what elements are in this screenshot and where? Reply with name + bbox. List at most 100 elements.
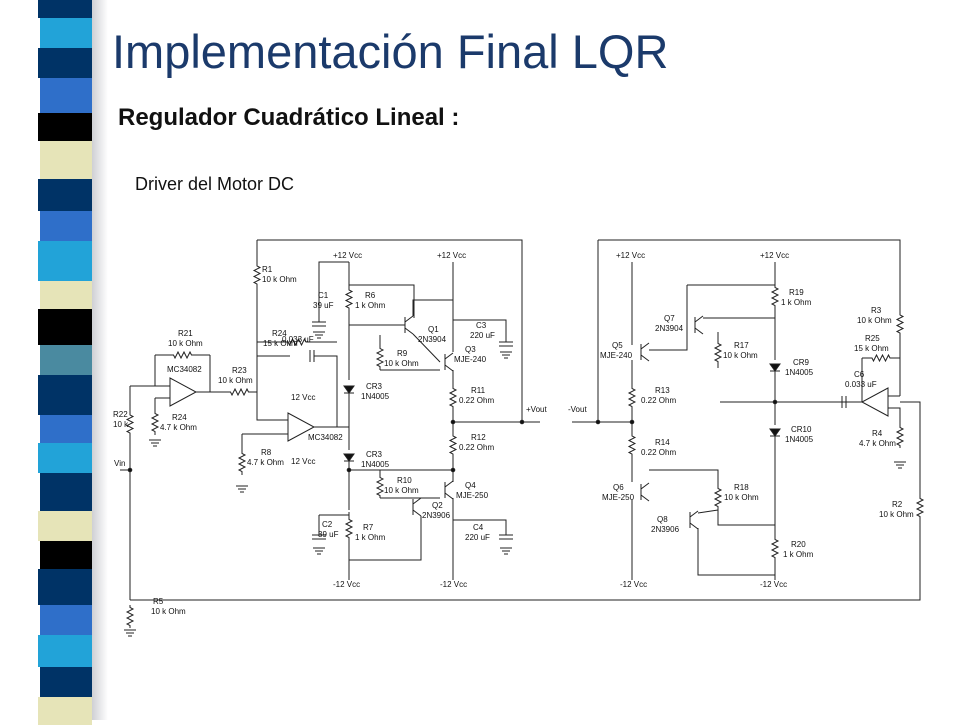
schematic-label-vee4: -12 Vcc [760, 580, 787, 589]
schematic-label-r22b: 10 k [113, 420, 129, 429]
wire [598, 239, 901, 305]
strip-block [38, 375, 92, 415]
schematic-label-r20b: 1 k Ohm [783, 550, 814, 559]
strip-block [38, 511, 92, 541]
schematic-label-cr10b: 1N4005 [785, 435, 814, 444]
schematic-label-u1: MC34082 [167, 365, 202, 374]
schematic-label-c6b: 0.033 uF [845, 380, 877, 389]
schematic-label-r23a: R23 [232, 366, 247, 375]
strip-block [40, 281, 92, 309]
schematic-label-vout_p: +Vout [526, 405, 547, 414]
schematic-label-r7a: R7 [363, 523, 374, 532]
schematic-label-r18a: R18 [734, 483, 749, 492]
schematic-label-q2a: Q2 [432, 501, 443, 510]
schematic-label-cr3b: 1N4005 [361, 392, 390, 401]
schematic-label-c4b: 220 uF [465, 533, 490, 542]
strip-block [40, 345, 92, 375]
schematic-label-r22a: R22 [113, 410, 128, 419]
schematic-label-q6b: MJE-250 [602, 493, 635, 502]
wire [717, 510, 775, 526]
resistor-r24 [150, 410, 160, 435]
schematic-label-q6a: Q6 [613, 483, 624, 492]
schematic-label-r1b: 10 k Ohm [262, 275, 297, 284]
schematic-label-vin: Vin [114, 459, 125, 468]
resistor-r23 [222, 387, 257, 397]
schematic-label-q1a: Q1 [428, 325, 439, 334]
resistor-r25 [862, 353, 900, 363]
transistor-q6 [640, 482, 650, 490]
strip-block [40, 18, 92, 48]
schematic-label-r9a: R9 [397, 349, 408, 358]
schematic-label-vee3: -12 Vcc [620, 580, 647, 589]
wire [888, 407, 901, 425]
schematic-label-r3b: 10 k Ohm [857, 316, 892, 325]
wire [256, 288, 290, 421]
strip-block [40, 211, 92, 241]
schematic-label-c2b: 39 uF [318, 530, 339, 539]
transistor-q4 [444, 492, 454, 500]
schematic-label-q5a: Q5 [612, 341, 623, 350]
strip-block [40, 473, 92, 511]
resistor-r20 [770, 535, 780, 562]
schematic-label-r13a: R13 [655, 386, 670, 395]
schematic-label-r12a: R12 [471, 433, 486, 442]
strip-shadow [92, 0, 108, 720]
schematic-label-r3a: R3 [871, 306, 882, 315]
schematic-label-r24b: 4.7 k Ohm [160, 423, 197, 432]
schematic-label-q1b: 2N3904 [418, 335, 447, 344]
schematic-label-r19b: 1 k Ohm [781, 298, 812, 307]
schematic-label-op12p: 12 Vcc [291, 393, 315, 402]
schematic-label-r8a: R8 [261, 448, 272, 457]
schematic-label-q3b: MJE-240 [454, 355, 487, 364]
transistor-q8 [689, 510, 699, 518]
transistor-q3 [444, 364, 454, 372]
schematic-label-vcc2: +12 Vcc [437, 251, 466, 260]
junction-dot [450, 467, 456, 473]
schematic-label-cr3c: CR3 [366, 450, 383, 459]
op-amp-u1 [169, 377, 198, 407]
schematic-label-cr9a: CR9 [793, 358, 810, 367]
schematic-label-vcc1: +12 Vcc [333, 251, 362, 260]
resistor-r3 [895, 310, 905, 338]
slide-subtitle: Regulador Cuadrático Lineal : [118, 104, 460, 131]
strip-block [38, 241, 92, 281]
strip-block [40, 78, 92, 113]
schematic-label-cr10a: CR10 [791, 425, 812, 434]
transistor-q1 [404, 315, 414, 323]
schematic-label-c2a: C2 [322, 520, 333, 529]
resistor-r13 [627, 385, 637, 410]
schematic-label-r24d: 15 k Ohm [263, 339, 298, 348]
wire [453, 519, 507, 535]
resistor-r14 [627, 432, 637, 458]
schematic-label-r14b: 0.22 Ohm [641, 448, 676, 457]
strip-block [38, 309, 92, 345]
diode-cr10 [769, 428, 781, 437]
junction-dot [519, 419, 525, 425]
wire [257, 239, 523, 422]
schematic-label-r11b: 0.22 Ohm [459, 396, 494, 405]
schematic-label-r17b: 10 k Ohm [723, 351, 758, 360]
schematic-label-r9b: 10 k Ohm [384, 359, 419, 368]
wire [900, 401, 921, 495]
strip-block [40, 667, 92, 697]
transistor-q4 [444, 480, 454, 488]
strip-block [40, 415, 92, 443]
decorative-side-strip [0, 0, 105, 725]
junction-dot [772, 399, 778, 405]
schematic-label-r8b: 4.7 k Ohm [247, 458, 284, 467]
schematic-label-r4a: R4 [872, 429, 883, 438]
wire [348, 312, 405, 326]
schematic-label-r21b: 10 k Ohm [168, 339, 203, 348]
schematic-label-r24a: R24 [172, 413, 187, 422]
resistor-r7 [344, 512, 354, 545]
schematic-label-r14a: R14 [655, 438, 670, 447]
resistor-r21 [155, 350, 210, 360]
schematic-label-r10b: 10 k Ohm [384, 486, 419, 495]
junction-dot [629, 419, 635, 425]
resistor-r10 [375, 475, 385, 498]
schematic-label-r18b: 10 k Ohm [724, 493, 759, 502]
diode-cr3-lower [343, 453, 355, 462]
schematic-label-r5a: R5 [153, 597, 164, 606]
resistor-r12 [448, 432, 458, 458]
